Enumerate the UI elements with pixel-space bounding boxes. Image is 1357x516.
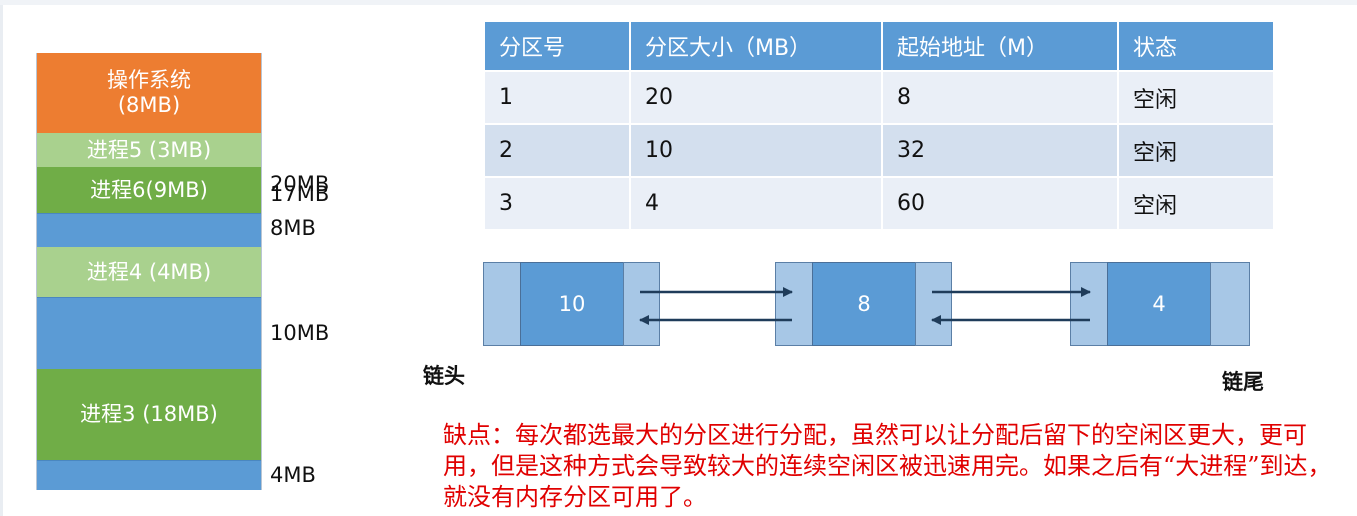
table-row: 2 10 32 空闲 bbox=[485, 123, 1273, 177]
os-block-size: (8MB) bbox=[117, 93, 181, 117]
table-row: 1 20 8 空闲 bbox=[485, 70, 1273, 124]
left-border bbox=[0, 5, 3, 516]
cell-partition-no: 3 bbox=[485, 176, 631, 229]
chain-tail-label: 链尾 bbox=[1222, 370, 1264, 394]
list-node-2: 8 bbox=[775, 262, 952, 346]
cell-start-address: 60 bbox=[882, 176, 1119, 229]
process3-block: 进程3 (18MB) bbox=[37, 369, 261, 460]
node-next-pointer bbox=[915, 262, 952, 346]
os-block: 操作系统 (8MB) bbox=[37, 53, 261, 133]
free-block-8mb bbox=[37, 213, 261, 247]
cell-status: 空闲 bbox=[1118, 70, 1273, 124]
size-label-8mb: 8MB bbox=[270, 216, 316, 240]
table-row: 3 4 60 空闲 bbox=[485, 176, 1273, 229]
cell-partition-size: 20 bbox=[630, 70, 883, 124]
partition-table: 分区号 分区大小（MB） 起始地址（M） 状态 1 20 8 空闲 2 10 3… bbox=[485, 22, 1273, 229]
free-block-4mb bbox=[37, 460, 261, 490]
memory-bar: 操作系统 (8MB) 进程5 (3MB) 进程6(9MB) 进程4 (4MB) … bbox=[36, 53, 262, 490]
node-prev-pointer bbox=[775, 262, 813, 346]
top-border bbox=[0, 0, 1357, 5]
list-node-1: 10 bbox=[483, 262, 660, 346]
process5-label: 进程5 (3MB) bbox=[86, 137, 212, 162]
process5-block: 进程5 (3MB) bbox=[37, 133, 261, 167]
process6-block: 进程6(9MB) bbox=[37, 167, 261, 213]
node-value: 4 bbox=[1107, 262, 1211, 346]
node-next-pointer bbox=[1210, 262, 1250, 346]
cell-partition-no: 2 bbox=[485, 123, 631, 177]
cell-start-address: 8 bbox=[882, 70, 1119, 124]
list-node-3: 4 bbox=[1070, 262, 1250, 346]
table-header-row: 分区号 分区大小（MB） 起始地址（M） 状态 bbox=[485, 22, 1273, 71]
header-start-address: 起始地址（M） bbox=[882, 22, 1119, 71]
cell-partition-size: 4 bbox=[630, 176, 883, 229]
cell-status: 空闲 bbox=[1118, 123, 1273, 177]
cell-status: 空闲 bbox=[1118, 176, 1273, 229]
header-partition-no: 分区号 bbox=[485, 22, 631, 71]
process4-label: 进程4 (4MB) bbox=[86, 259, 212, 284]
cell-start-address: 32 bbox=[882, 123, 1119, 177]
drawback-note: 缺点：每次都选最大的分区进行分配，虽然可以让分配后留下的空闲区更大，更可用，但是… bbox=[443, 421, 1332, 511]
free-block-10mb bbox=[37, 297, 261, 369]
cell-partition-size: 10 bbox=[630, 123, 883, 177]
os-block-name: 操作系统 bbox=[107, 68, 191, 92]
node-value: 8 bbox=[812, 262, 916, 346]
process4-block: 进程4 (4MB) bbox=[37, 247, 261, 297]
header-status: 状态 bbox=[1118, 22, 1273, 71]
header-partition-size: 分区大小（MB） bbox=[630, 22, 883, 71]
cell-partition-no: 1 bbox=[485, 70, 631, 124]
process6-label: 进程6(9MB) bbox=[90, 177, 208, 202]
node-value: 10 bbox=[520, 262, 624, 346]
size-label-4mb: 4MB bbox=[270, 463, 316, 487]
chain-head-label: 链头 bbox=[423, 364, 465, 388]
size-label-17mb: 17MB bbox=[270, 182, 330, 206]
node-next-pointer bbox=[623, 262, 660, 346]
size-label-20mb: 20MB bbox=[270, 172, 330, 196]
process3-label: 进程3 (18MB) bbox=[80, 402, 218, 426]
size-label-10mb: 10MB bbox=[270, 321, 330, 345]
